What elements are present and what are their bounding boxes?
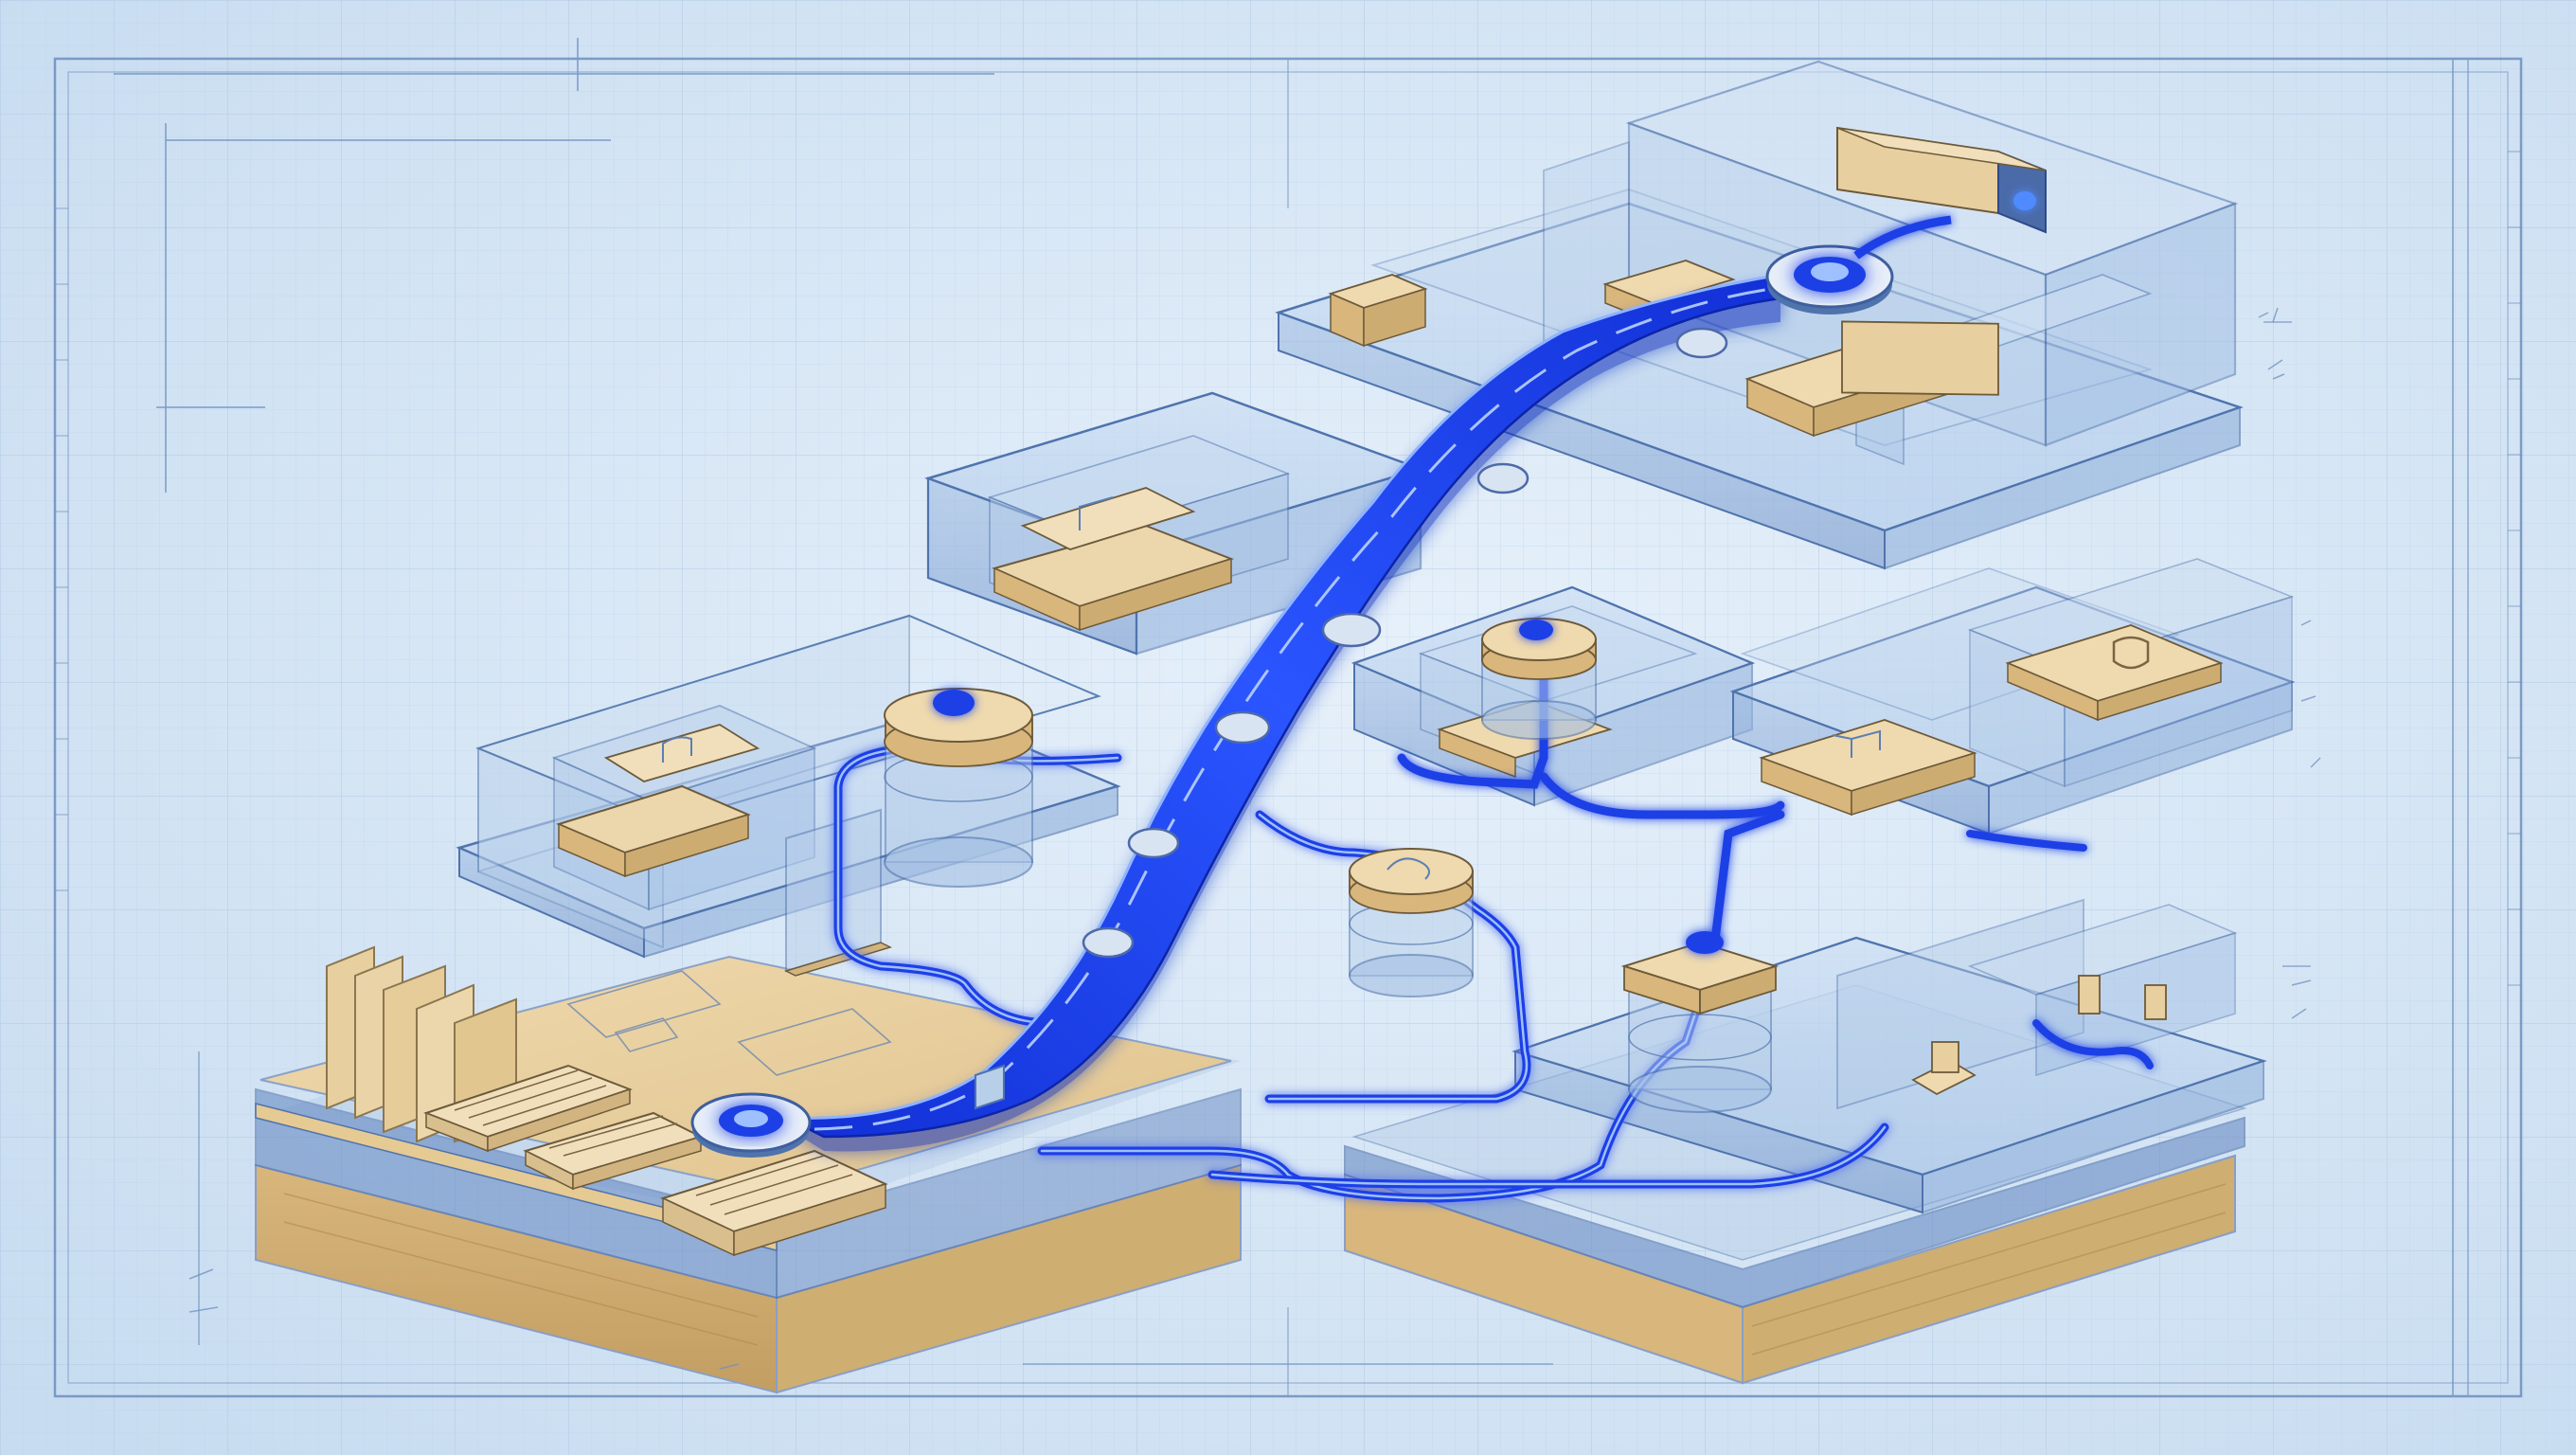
database-lower (1620, 931, 1780, 1113)
document-stack-2 (523, 1111, 704, 1191)
waypoint-4 (1214, 710, 1271, 745)
document-case-upper-left (992, 487, 1235, 632)
sketch-papers (566, 970, 892, 1076)
sand-blocks-top (1328, 260, 1999, 438)
ruler-ticks (55, 151, 2521, 986)
flow-waypoints (1082, 327, 1728, 959)
shield-icon (2112, 636, 2150, 670)
database-left (884, 688, 1033, 888)
database-center (1349, 848, 1474, 997)
glowing-disc-icon-end (1765, 244, 1894, 314)
waypoint-1 (1675, 327, 1728, 359)
glowing-disc-icon (690, 1092, 812, 1158)
database-upper (1481, 618, 1597, 740)
server-connector (1853, 215, 1952, 260)
document-stack-1 (423, 1064, 633, 1153)
glass-post (975, 1064, 1005, 1110)
puzzle-piece-icon (1911, 975, 2167, 1096)
document-stack-3 (660, 1149, 888, 1257)
waypoint-5 (1127, 827, 1180, 859)
waypoint-3 (1321, 612, 1382, 648)
waypoint-2 (1476, 462, 1530, 494)
drafting-frame (53, 38, 2523, 1398)
dimension-marks (188, 307, 2321, 1370)
server-unit-top (1836, 126, 2047, 234)
waypoint-6 (1082, 926, 1135, 959)
component-tiles-right (1759, 624, 2224, 817)
document-tray-left (556, 724, 760, 878)
